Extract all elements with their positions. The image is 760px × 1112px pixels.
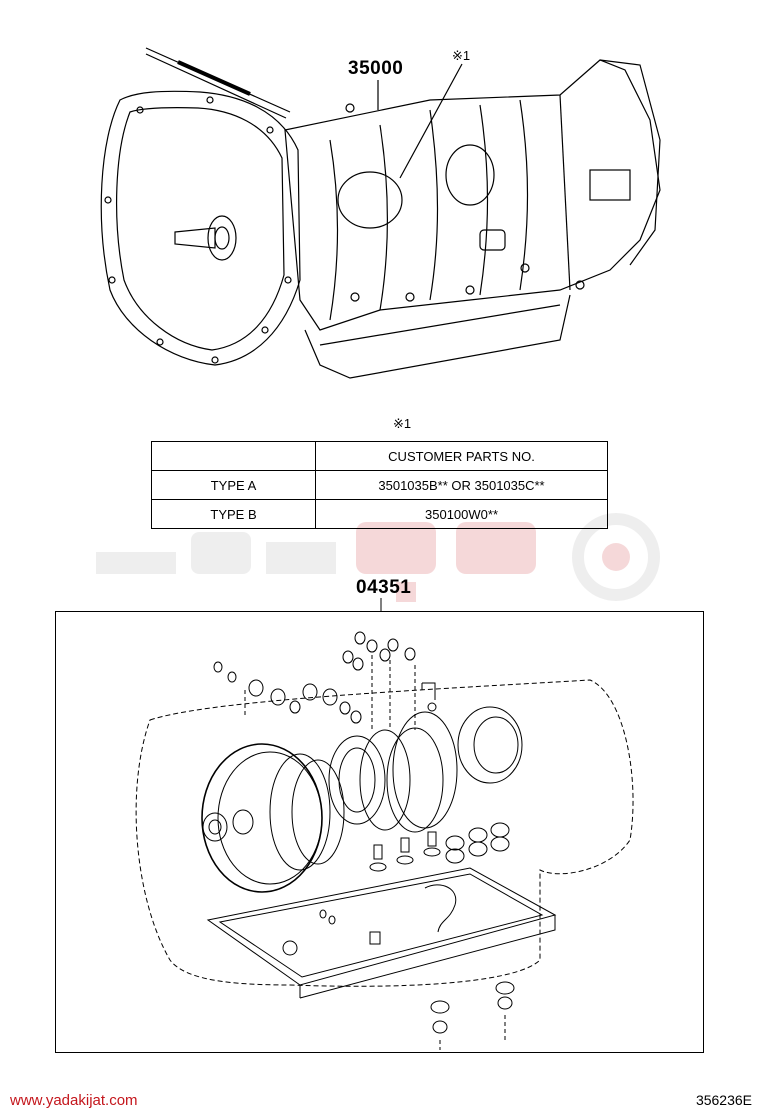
table-cell-type: TYPE A [151,470,316,500]
reference-mark-table: ※1 [393,416,412,431]
table-header-type [151,441,316,471]
table-row: TYPE B 350100W0** [151,499,608,529]
table-row: TYPE A 3501035B** OR 3501035C** [151,470,608,500]
table-header-parts-no: CUSTOMER PARTS NO. [315,441,608,471]
transmission-assembly-drawing [100,47,661,379]
customer-parts-table: CUSTOMER PARTS NO. TYPE A 3501035B** OR … [151,441,608,529]
illustration-code: 356236E [695,1092,752,1108]
reference-mark-upper: ※1 [452,48,471,63]
kit-leader-line [380,598,382,612]
brand-watermark [96,513,660,602]
table-cell-type: TYPE B [151,499,316,529]
overhaul-kit-frame [55,611,704,1053]
table-cell-parts-no: 3501035B** OR 3501035C** [315,470,608,500]
table-header-row: CUSTOMER PARTS NO. [151,441,608,471]
overhaul-kit-drawing [135,631,634,1050]
kit-part-number: 04351 [356,577,412,598]
assembly-part-number: 35000 [348,58,404,79]
table-cell-parts-no: 350100W0** [315,499,608,529]
website-link[interactable]: www.yadakijat.com [10,1092,138,1109]
